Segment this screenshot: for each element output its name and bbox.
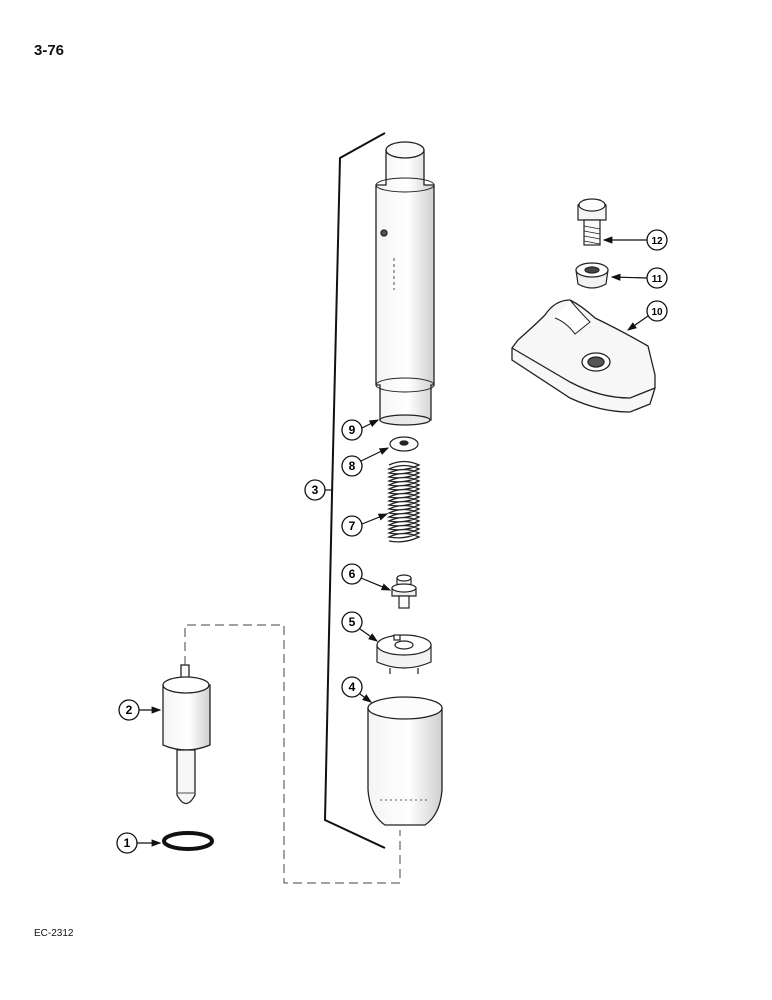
callout-11-label: 11 <box>652 274 663 285</box>
bolt-part <box>577 198 607 246</box>
spindle-part <box>391 574 417 609</box>
callout-1: 1 <box>116 832 162 854</box>
callout-2-label: 2 <box>126 703 133 717</box>
page-number: 3-76 <box>34 42 65 59</box>
callout-1-label: 1 <box>124 836 131 850</box>
spacer-part <box>376 634 432 674</box>
clamp-part <box>511 299 656 413</box>
callout-5: 5 <box>341 611 378 642</box>
assembly-bracket <box>323 132 386 849</box>
callout-6-label: 6 <box>349 567 356 581</box>
callout-12-label: 12 <box>651 236 663 247</box>
callout-7-label: 7 <box>349 519 356 533</box>
cap-nut-part <box>367 696 443 826</box>
callout-4: 4 <box>341 676 372 703</box>
callout-10-label: 10 <box>651 307 663 318</box>
callout-4-label: 4 <box>349 680 356 694</box>
callout-5-label: 5 <box>349 615 356 629</box>
spring-part <box>386 460 421 543</box>
callout-9-label: 9 <box>349 423 356 437</box>
injector-body-part <box>375 141 435 426</box>
callout-8-label: 8 <box>349 459 356 473</box>
callout-2: 2 <box>118 699 162 721</box>
callout-10: 10 <box>627 300 668 331</box>
callout-3: 3 <box>304 479 333 501</box>
o-ring-part <box>162 831 214 851</box>
injector-nozzle-part <box>162 664 211 805</box>
callout-11: 11 <box>610 267 668 289</box>
callout-9: 9 <box>341 419 380 441</box>
callout-7: 7 <box>341 513 389 537</box>
relation-dashed-line <box>184 624 401 884</box>
figure-code: EC-2312 <box>34 928 74 939</box>
callout-6: 6 <box>341 563 392 591</box>
shim-part <box>389 436 419 452</box>
callout-12: 12 <box>602 229 668 251</box>
washer-part <box>575 262 609 289</box>
callout-3-label: 3 <box>312 483 319 497</box>
callout-8: 8 <box>341 447 390 477</box>
